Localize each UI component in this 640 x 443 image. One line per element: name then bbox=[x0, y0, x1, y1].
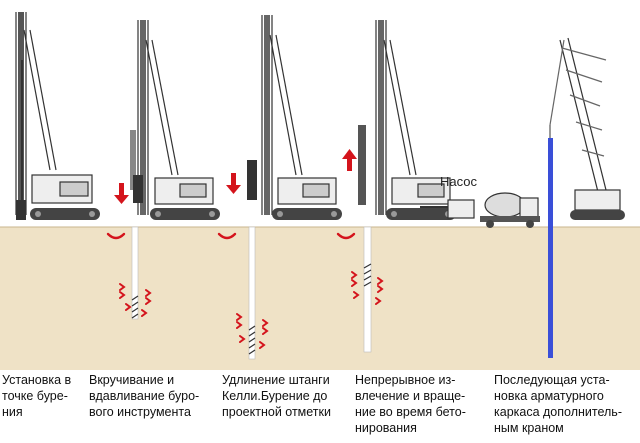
concrete-pump-truck bbox=[420, 192, 540, 228]
ground bbox=[0, 227, 640, 370]
auger-stage-3 bbox=[248, 325, 256, 355]
drilling-rig-stage-4 bbox=[358, 20, 456, 220]
caption-stage-4: Непрерывное из- влечение и враще- ние во… bbox=[355, 373, 466, 435]
drilling-rig-stage-1 bbox=[15, 12, 100, 220]
vibration-marks-stage-2 bbox=[119, 283, 152, 317]
rotation-mark-stage-3 bbox=[217, 232, 237, 240]
borehole-stage-3 bbox=[248, 226, 256, 360]
caption-stage-3: Удлинение штанги Келли.Бурение до проект… bbox=[222, 373, 331, 419]
borehole-stage-2 bbox=[131, 226, 139, 320]
auger-stage-4 bbox=[363, 263, 372, 287]
arrow-down-stage-2 bbox=[114, 183, 129, 204]
caption-stage-1: Установка в точке буре- ния bbox=[2, 373, 72, 419]
caption-stage-5: Последующая уста- новка арматурного карк… bbox=[494, 373, 622, 435]
arrow-up-stage-4 bbox=[342, 149, 357, 171]
drilling-rig-stage-3 bbox=[247, 15, 342, 220]
caption-stage-2: Вкручивание и вдавливание буро- вого инс… bbox=[89, 373, 200, 419]
rotation-mark-stage-4 bbox=[336, 232, 356, 240]
rotation-mark-stage-2 bbox=[106, 232, 126, 240]
vibration-marks-stage-3 bbox=[236, 313, 269, 349]
arrow-down-stage-3 bbox=[226, 173, 241, 194]
concrete-pile-stage-4 bbox=[363, 226, 372, 353]
auger-stage-2 bbox=[131, 295, 139, 319]
process-diagram: Насос bbox=[0, 12, 640, 370]
drilling-rig-stage-2 bbox=[130, 20, 220, 220]
crawler-crane-stage-5 bbox=[549, 37, 625, 220]
pump-label: Насос bbox=[440, 174, 477, 189]
vibration-marks-stage-4 bbox=[351, 271, 384, 305]
rebar-cage-stage-5 bbox=[548, 138, 553, 358]
